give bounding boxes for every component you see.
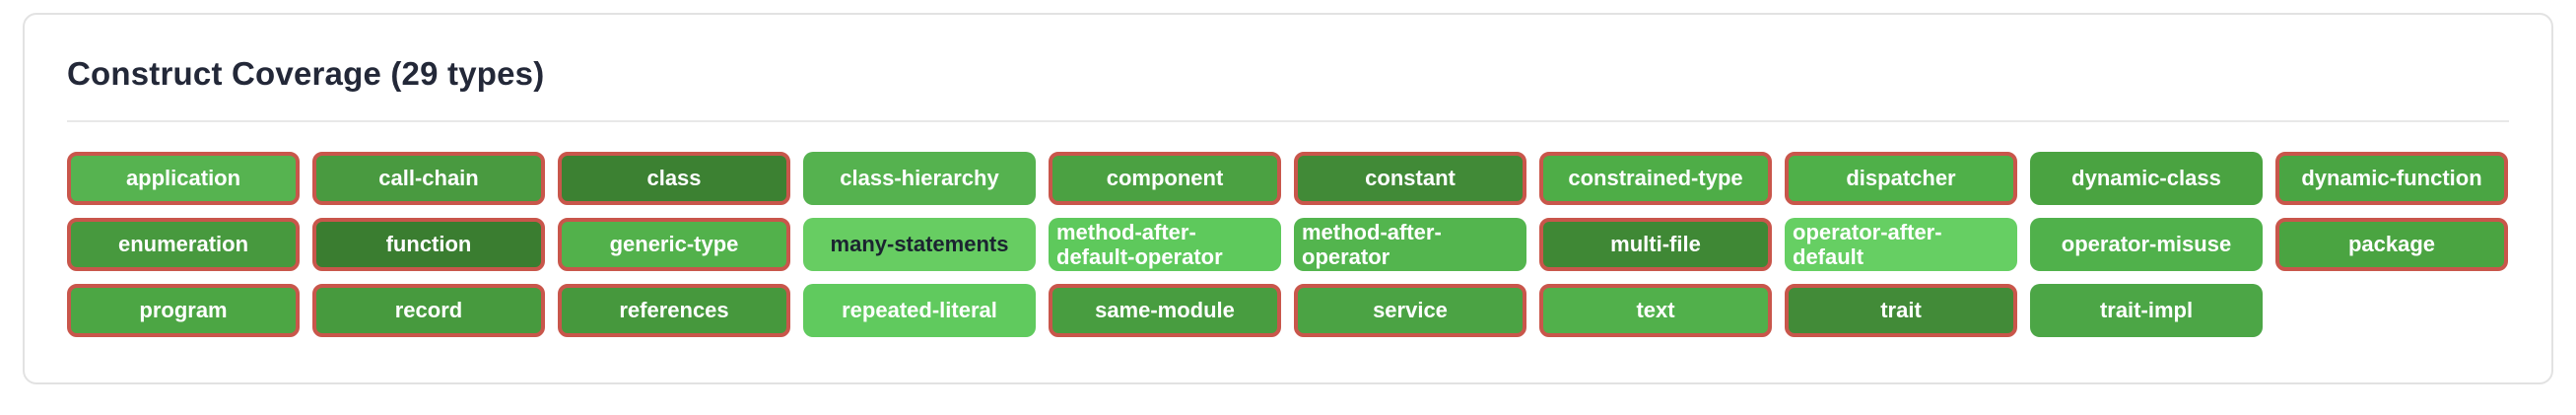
construct-badge-label: enumeration — [117, 232, 249, 257]
construct-badge-label: dynamic-function — [2301, 166, 2482, 191]
construct-badge: text — [1539, 284, 1772, 337]
construct-badge: class-hierarchy — [803, 152, 1036, 205]
construct-badge-label: same-module — [1095, 298, 1235, 323]
construct-badge: record — [312, 284, 545, 337]
construct-badge: call-chain — [312, 152, 545, 205]
construct-badge-label: many-statements — [830, 232, 1009, 257]
construct-badge: many-statements — [803, 218, 1036, 271]
construct-badge: program — [67, 284, 300, 337]
construct-badge: same-module — [1049, 284, 1281, 337]
badge-grid: application call-chain class class-hierarch… — [67, 152, 2509, 337]
construct-badge: method-after-operator — [1294, 218, 1526, 271]
construct-badge: method-after-default-operator — [1049, 218, 1281, 271]
construct-badge: component — [1049, 152, 1281, 205]
construct-badge-label: operator-misuse — [2061, 232, 2232, 257]
divider — [67, 120, 2509, 122]
construct-badge: function — [312, 218, 545, 271]
construct-badge: class — [558, 152, 790, 205]
construct-badge-label: dispatcher — [1846, 166, 1956, 191]
construct-badge-label: trait-impl — [2099, 298, 2194, 323]
construct-badge: package — [2275, 218, 2508, 271]
construct-badge: trait-impl — [2030, 284, 2263, 337]
construct-badge-label: trait — [1880, 298, 1922, 323]
construct-badge-label: call-chain — [378, 166, 479, 191]
construct-badge-label: multi-file — [1610, 232, 1701, 257]
construct-badge-label: component — [1106, 166, 1224, 191]
construct-badge-label: record — [394, 298, 463, 323]
construct-badge: dynamic-class — [2030, 152, 2263, 205]
construct-badge: repeated-literal — [803, 284, 1036, 337]
construct-badge-label: constrained-type — [1568, 166, 1743, 191]
construct-badge: application — [67, 152, 300, 205]
construct-badge-label: method-after-default-operator — [1056, 219, 1223, 269]
construct-badge-label: class-hierarchy — [840, 166, 999, 191]
construct-badge-label: method-after-operator — [1302, 219, 1442, 269]
page-title: Construct Coverage (29 types) — [67, 55, 545, 92]
construct-badge: service — [1294, 284, 1526, 337]
construct-badge: multi-file — [1539, 218, 1772, 271]
construct-badge-label: package — [2347, 232, 2436, 257]
construct-badge-label: text — [1636, 298, 1675, 323]
construct-badge-label: repeated-literal — [842, 298, 997, 323]
construct-badge-label: service — [1373, 298, 1448, 323]
construct-badge: enumeration — [67, 218, 300, 271]
construct-coverage-card: Construct Coverage (29 types) applicatio… — [23, 13, 2553, 384]
construct-badge: operator-misuse — [2030, 218, 2263, 271]
construct-badge-label: constant — [1365, 166, 1456, 191]
construct-badge-label: program — [139, 298, 228, 323]
construct-badge: constrained-type — [1539, 152, 1772, 205]
construct-badge-label: function — [385, 232, 472, 257]
construct-badge: constant — [1294, 152, 1526, 205]
construct-badge: trait — [1785, 284, 2017, 337]
construct-badge: operator-after-default — [1785, 218, 2017, 271]
construct-badge: references — [558, 284, 790, 337]
construct-badge-label: dynamic-class — [2071, 166, 2221, 191]
construct-badge-label: generic-type — [609, 232, 739, 257]
construct-badge-label: operator-after-default — [1793, 219, 1942, 269]
construct-badge-label: references — [619, 298, 729, 323]
construct-badge: dynamic-function — [2275, 152, 2508, 205]
construct-badge: dispatcher — [1785, 152, 2017, 205]
construct-badge-label: application — [125, 166, 241, 191]
construct-badge-label: class — [646, 166, 702, 191]
construct-badge: generic-type — [558, 218, 790, 271]
